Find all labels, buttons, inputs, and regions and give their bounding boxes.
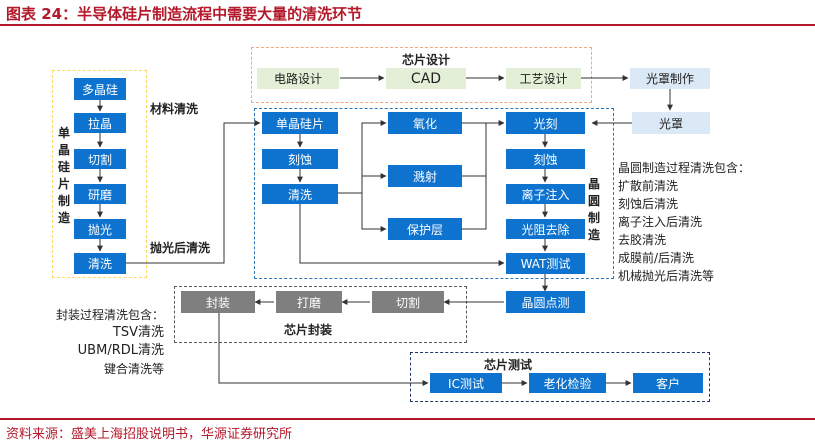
- fab-cleaning-box: 清洗: [262, 184, 338, 204]
- chip-design-frame: [251, 47, 592, 103]
- wafer-mfg-frame: [52, 70, 147, 278]
- grinding-pack-box: 打磨: [276, 291, 342, 313]
- process-design-box: 工艺设计: [506, 68, 581, 89]
- arrow-protect-merge: [462, 176, 487, 230]
- fab-cleaning-list: 晶圆制造过程清洗包含： 扩散前清洗 刻蚀后清洗 离子注入后清洗 去胶清洗 成膜前…: [618, 159, 750, 285]
- wafer-probe-box: 晶圆点测: [506, 291, 585, 313]
- etch-box-2: 刻蚀: [506, 149, 585, 169]
- fab-cleaning-list-item: 晶圆制造过程清洗包含：: [618, 161, 751, 175]
- ion-implant-box: 离子注入: [506, 184, 585, 204]
- chip-design-label: 芯片设计: [402, 53, 451, 67]
- wat-test-box: WAT测试: [506, 253, 585, 274]
- fab-cleaning-list-item: 扩散前清洗: [618, 179, 679, 193]
- arrow-clean-protect: [361, 193, 387, 232]
- title-rule: [0, 24, 815, 26]
- wafer-mfg-label: 单晶硅片制造: [57, 126, 70, 225]
- pack-cleaning-list-item: TSV清洗: [112, 325, 164, 340]
- cad-box: CAD: [386, 68, 466, 89]
- mask-box: 光罩: [632, 112, 710, 134]
- pack-cleaning-list-item: UBM/RDL清洗: [77, 343, 164, 358]
- fab-cleaning-list-item: 去胶清洗: [618, 233, 667, 247]
- pack-cleaning-list-item: 封装过程清洗包含：: [55, 308, 164, 322]
- etch-box-1: 刻蚀: [262, 149, 338, 169]
- mask-making-box: 光罩制作: [630, 68, 710, 89]
- packaging-label: 芯片封装: [284, 323, 333, 337]
- polishing-box: 抛光: [74, 219, 126, 239]
- ic-test-box: IC测试: [430, 373, 502, 393]
- customer-box: 客户: [633, 373, 703, 393]
- polysilicon-box: 多晶硅: [74, 78, 126, 100]
- material-cleaning-label: 材料清洗: [150, 102, 199, 116]
- wafer-cleaning-box: 清洗: [74, 253, 126, 274]
- grinding-box: 研磨: [74, 184, 126, 204]
- single-crystal-wafer-box: 单晶硅片: [262, 112, 338, 134]
- protect-layer-box: 保护层: [388, 218, 462, 240]
- wafer-fab-label: 晶圆制造: [587, 177, 600, 242]
- aging-test-box: 老化检验: [529, 373, 606, 393]
- sputtering-box: 溅射: [388, 165, 462, 187]
- resist-removal-box: 光阻去除: [506, 219, 585, 239]
- arrow-package-ictest: [218, 313, 429, 386]
- arrow-clean-oxidation: [338, 120, 387, 194]
- fab-cleaning-list-item: 离子注入后清洗: [618, 215, 703, 229]
- testing-label: 芯片测试: [484, 358, 533, 372]
- crystal-pulling-box: 拉晶: [74, 113, 126, 133]
- package-box: 封装: [181, 291, 255, 313]
- dicing-box: 切割: [372, 291, 444, 313]
- arrow-clean-wat: [299, 204, 505, 266]
- lithography-box: 光刻: [506, 112, 585, 134]
- pack-cleaning-list-item: 键合清洗等: [103, 362, 164, 376]
- wafer-fab-frame: [254, 108, 614, 279]
- fab-cleaning-list-item: 成膜前/后清洗: [618, 251, 695, 265]
- packaging-frame: [174, 286, 467, 343]
- footer-rule: [0, 418, 815, 420]
- fab-cleaning-list-item: 机械抛光后清洗等: [618, 269, 715, 283]
- arrow-sputter-merge: [462, 123, 487, 177]
- post-polish-cleaning-label: 抛光后清洗: [150, 241, 211, 255]
- fab-cleaning-list-item: 刻蚀后清洗: [618, 197, 679, 211]
- page-title: 图表 24：半导体硅片制造流程中需要大量的清洗环节: [6, 5, 363, 23]
- pack-cleaning-list: 封装过程清洗包含： TSV清洗 UBM/RDL清洗 键合清洗等: [44, 306, 164, 378]
- slicing-box: 切割: [74, 149, 126, 169]
- arrow-clean-to-fab: [126, 120, 261, 264]
- circuit-design-box: 电路设计: [257, 68, 339, 89]
- source-note: 资料来源：盛美上海招股说明书，华源证券研究所: [6, 427, 293, 442]
- oxidation-box: 氧化: [388, 112, 462, 134]
- testing-frame: [410, 352, 710, 402]
